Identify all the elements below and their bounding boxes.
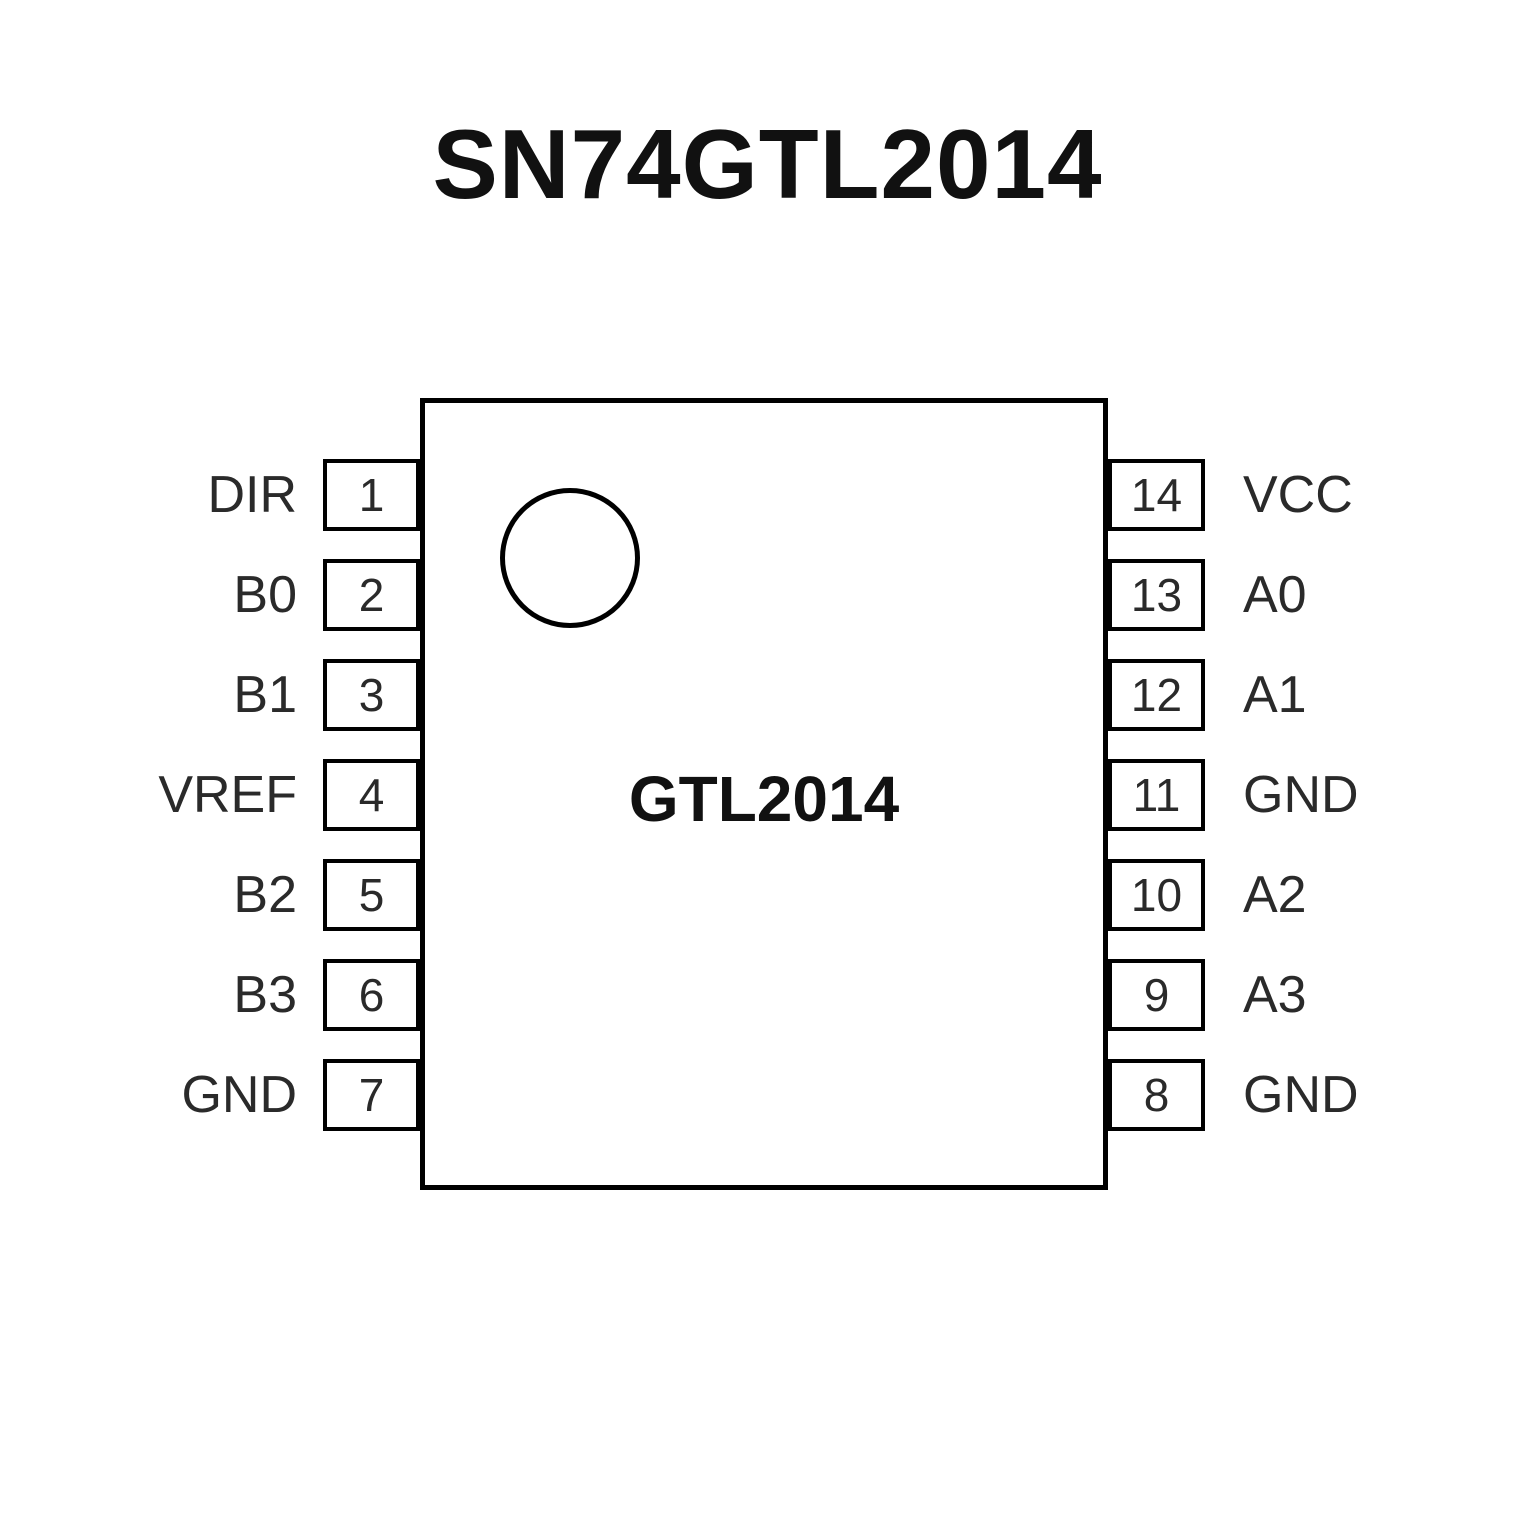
pin-name-b1: B1 bbox=[233, 666, 297, 724]
pin-number-11: 11 bbox=[1132, 769, 1181, 821]
pin-box-4: 4 bbox=[323, 759, 420, 831]
pin-box-5: 5 bbox=[323, 859, 420, 931]
pin-box-6: 6 bbox=[323, 959, 420, 1031]
pin-number-7: 7 bbox=[358, 1069, 385, 1121]
pin-name-b2: B2 bbox=[233, 866, 297, 924]
pin-number-8: 8 bbox=[1143, 1069, 1170, 1121]
chip-label: GTL2014 bbox=[628, 763, 900, 835]
pin-name-gnd-7: GND bbox=[181, 1066, 297, 1124]
pin-box-1: 1 bbox=[323, 459, 420, 531]
page-title: SN74GTL2014 bbox=[432, 109, 1103, 219]
pin-row-12: 12 A1 bbox=[1108, 659, 1535, 731]
pin-name-a2: A2 bbox=[1243, 866, 1307, 924]
pin-box-9: 9 bbox=[1108, 959, 1205, 1031]
pin-row-1: DIR 1 bbox=[0, 459, 420, 531]
pin-name-b0: B0 bbox=[233, 566, 297, 624]
pin-row-2: B0 2 bbox=[0, 559, 420, 631]
pin-box-11: 11 bbox=[1108, 759, 1205, 831]
pin-number-3: 3 bbox=[358, 669, 385, 721]
pin-row-14: 14 VCC bbox=[1108, 459, 1535, 531]
pin-name-a3: A3 bbox=[1243, 966, 1307, 1024]
pin-row-10: 10 A2 bbox=[1108, 859, 1535, 931]
pin-box-3: 3 bbox=[323, 659, 420, 731]
pin-number-5: 5 bbox=[358, 869, 385, 921]
pin-number-14: 14 bbox=[1130, 469, 1183, 521]
pin-number-2: 2 bbox=[358, 569, 385, 621]
pin-name-vref: VREF bbox=[158, 766, 297, 824]
pin-row-7: GND 7 bbox=[0, 1059, 420, 1131]
pin1-indicator-icon bbox=[500, 488, 640, 628]
pin-name-b3: B3 bbox=[233, 966, 297, 1024]
pin-box-2: 2 bbox=[323, 559, 420, 631]
pin-name-dir: DIR bbox=[207, 466, 297, 524]
pin-name-gnd-11: GND bbox=[1243, 766, 1359, 824]
pin-row-11: 11 GND bbox=[1108, 759, 1535, 831]
pin-name-gnd-8: GND bbox=[1243, 1066, 1359, 1124]
pin-row-9: 9 A3 bbox=[1108, 959, 1535, 1031]
pin-row-5: B2 5 bbox=[0, 859, 420, 931]
pin-row-4: VREF 4 bbox=[0, 759, 420, 831]
pin-box-13: 13 bbox=[1108, 559, 1205, 631]
pin-number-12: 12 bbox=[1130, 669, 1183, 721]
pin-number-1: 1 bbox=[358, 469, 385, 521]
pin-name-a0: A0 bbox=[1243, 566, 1307, 624]
pin-box-12: 12 bbox=[1108, 659, 1205, 731]
pin-number-10: 10 bbox=[1130, 869, 1183, 921]
pin-box-7: 7 bbox=[323, 1059, 420, 1131]
pin-number-6: 6 bbox=[358, 969, 385, 1021]
pin-name-a1: A1 bbox=[1243, 666, 1307, 724]
pin-row-6: B3 6 bbox=[0, 959, 420, 1031]
pin-box-8: 8 bbox=[1108, 1059, 1205, 1131]
pin-number-9: 9 bbox=[1143, 969, 1170, 1021]
pin-number-13: 13 bbox=[1130, 569, 1183, 621]
pin-number-4: 4 bbox=[358, 769, 385, 821]
pin-row-3: B1 3 bbox=[0, 659, 420, 731]
pin-row-13: 13 A0 bbox=[1108, 559, 1535, 631]
pin-name-vcc: VCC bbox=[1243, 466, 1353, 524]
pin-box-10: 10 bbox=[1108, 859, 1205, 931]
pin-box-14: 14 bbox=[1108, 459, 1205, 531]
pin-row-8: 8 GND bbox=[1108, 1059, 1535, 1131]
